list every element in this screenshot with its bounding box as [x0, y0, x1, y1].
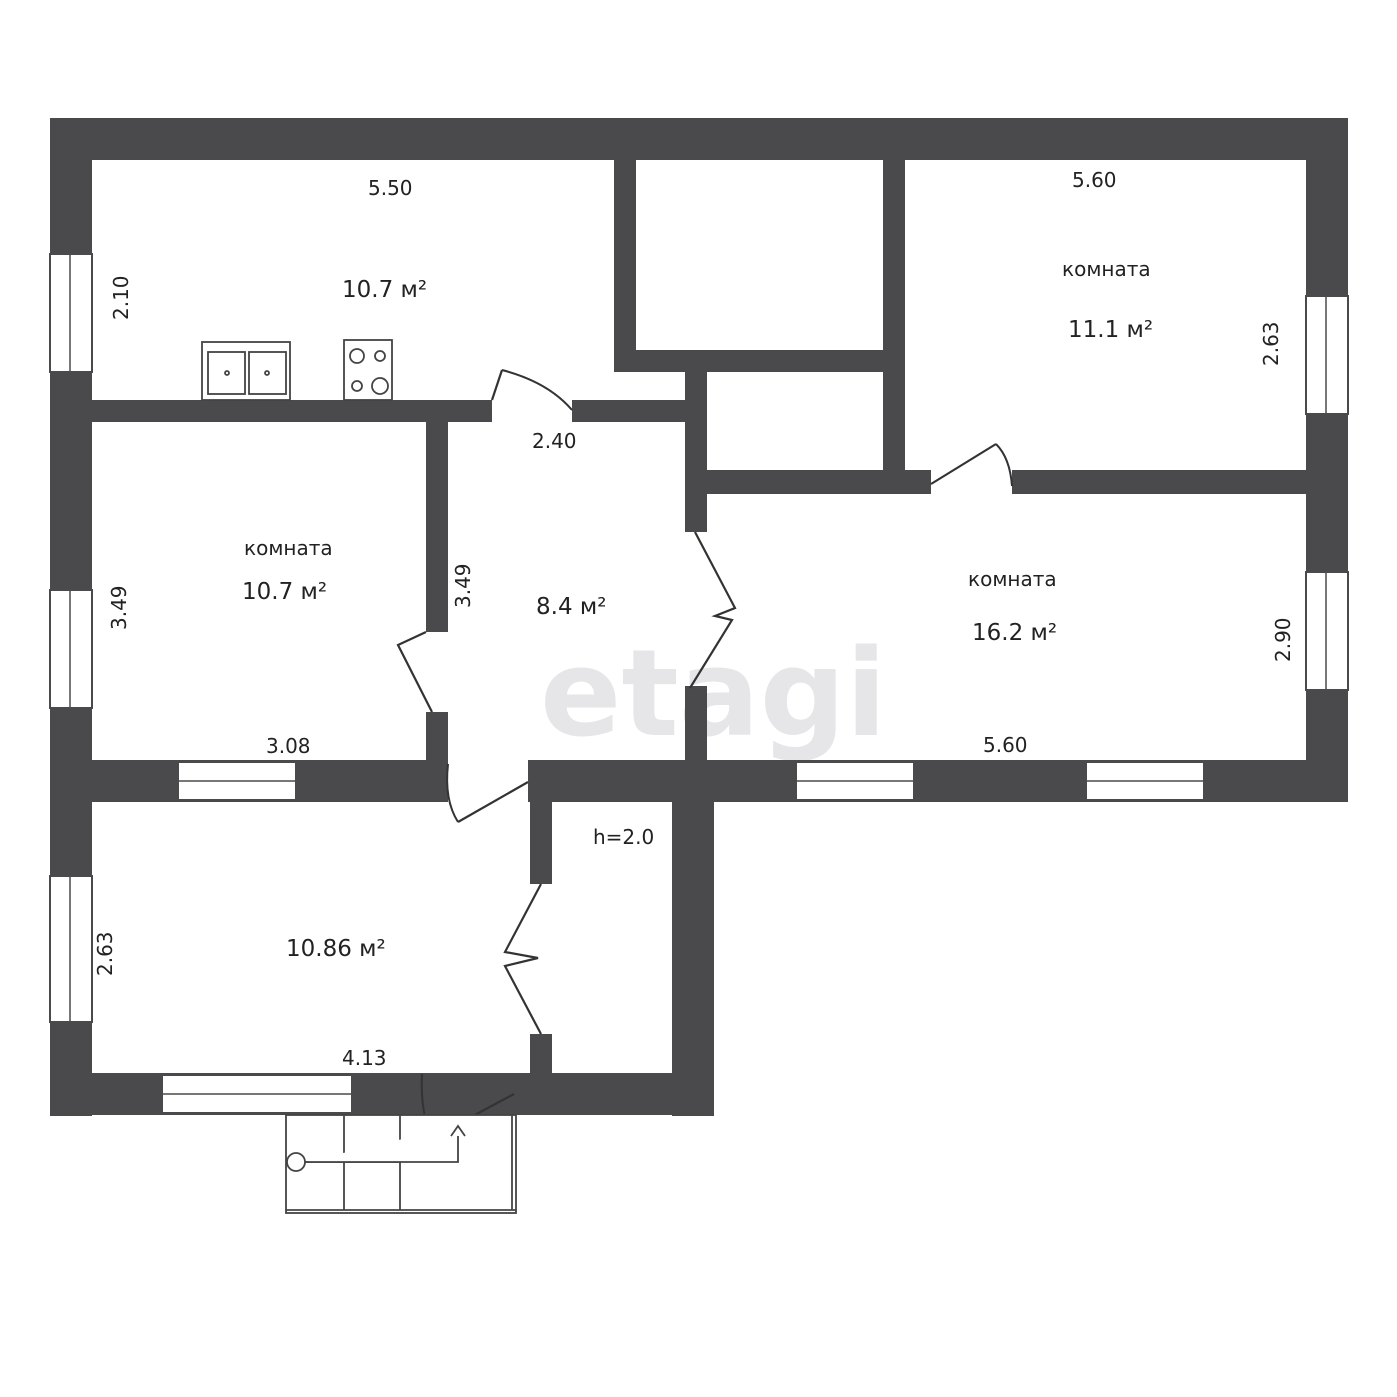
dim-room-big-height: 2.90 [1271, 617, 1295, 662]
sink-icon [201, 341, 291, 401]
dimension-labels: 5.50 2.10 5.60 2.63 2.40 3.49 3.08 3.49 … [93, 168, 1295, 1070]
watermark: etagi [540, 625, 887, 764]
hall-area: 8.4 м² [536, 594, 606, 620]
room-right-top-label: комната [1062, 257, 1151, 281]
dim-room-left-height: 3.49 [107, 585, 131, 630]
dim-kitchen-height: 2.10 [109, 275, 133, 320]
room-left-label: комната [244, 536, 333, 560]
dim-room-big-width: 5.60 [983, 733, 1028, 757]
room-right-top-area: 11.1 м² [1068, 317, 1153, 343]
room-left-area: 10.7 м² [242, 579, 327, 605]
stove-icon [343, 339, 393, 401]
dim-entrance-height: 2.63 [93, 931, 117, 976]
dim-room-left-width: 3.08 [266, 734, 311, 758]
dim-room-right-top-width: 5.60 [1072, 168, 1117, 192]
dim-kitchen-width: 5.50 [368, 176, 413, 200]
entrance-area: 10.86 м² [286, 936, 386, 962]
porch-steps [285, 1114, 517, 1214]
dim-entrance-width: 4.13 [342, 1046, 387, 1070]
windows [49, 253, 1349, 1114]
kitchen-area: 10.7 м² [342, 277, 427, 303]
room-labels: 10.7 м² комната 11.1 м² комната 10.7 м² … [242, 257, 1153, 962]
dim-room-right-top-height: 2.63 [1259, 321, 1283, 366]
walls [50, 118, 1348, 1116]
room-big-label: комната [968, 567, 1057, 591]
dim-hall-height: 3.49 [451, 563, 475, 608]
room-big-area: 16.2 м² [972, 620, 1057, 646]
dim-hall-door-width: 2.40 [532, 429, 577, 453]
storage-height-label: h=2.0 [593, 825, 654, 849]
